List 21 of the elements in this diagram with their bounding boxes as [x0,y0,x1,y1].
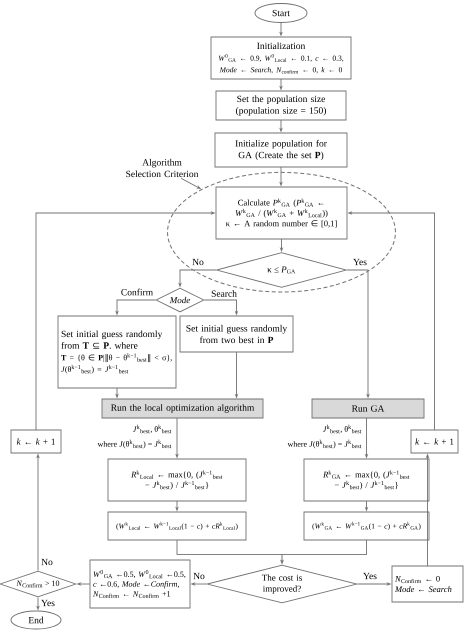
edge-label: Yes [362,572,378,580]
process-box: Run GA [312,398,424,418]
edge-label: No [192,572,206,580]
process-box: N$_{Confirm}$ ← 0 Mode ← Search [392,566,464,602]
process-box: Set the population size (population size = 150) [216,90,346,120]
edge-label: Yes [352,258,368,266]
process-box: W$^{0}$$_{GA}$ ←0.5, W$^{0}$$_{Local}$ ←0.5, c ←0.6, Mode ←Confirm, N$_{Confirm}$ ← N$_{Confirm}$ +1 [90,560,190,608]
terminal-oval: End [10,610,62,630]
terminal-oval: Start [254,3,308,23]
process-box: Initialize population for GA (Create the set P) [214,132,348,168]
process-box: Calculate P$^{k}$$_{GA}$ (P$^{k}$$_{GA}$ ← W$^{k}$$_{GA}$ / (W$^{k}$$_{GA}$ + W$^{k}$$_{Local}$)) κ ← A random number ∈ [0,1] [216,186,348,240]
process-box: Run the local optimization algorithm [102,398,264,418]
edge-label: No [191,258,205,266]
edge-label: Search [210,289,238,298]
edge-label: Yes [40,598,56,608]
process-box: Set initial guess randomly from two best in P [180,316,294,352]
edge-label: Confirm [120,288,154,296]
edge-label: No [40,558,54,566]
process-box: k ← k + 1 [10,430,62,454]
callout-label: Algorithm Selection Criterion [126,158,198,178]
process-box: k ← k + 1 [410,430,458,454]
